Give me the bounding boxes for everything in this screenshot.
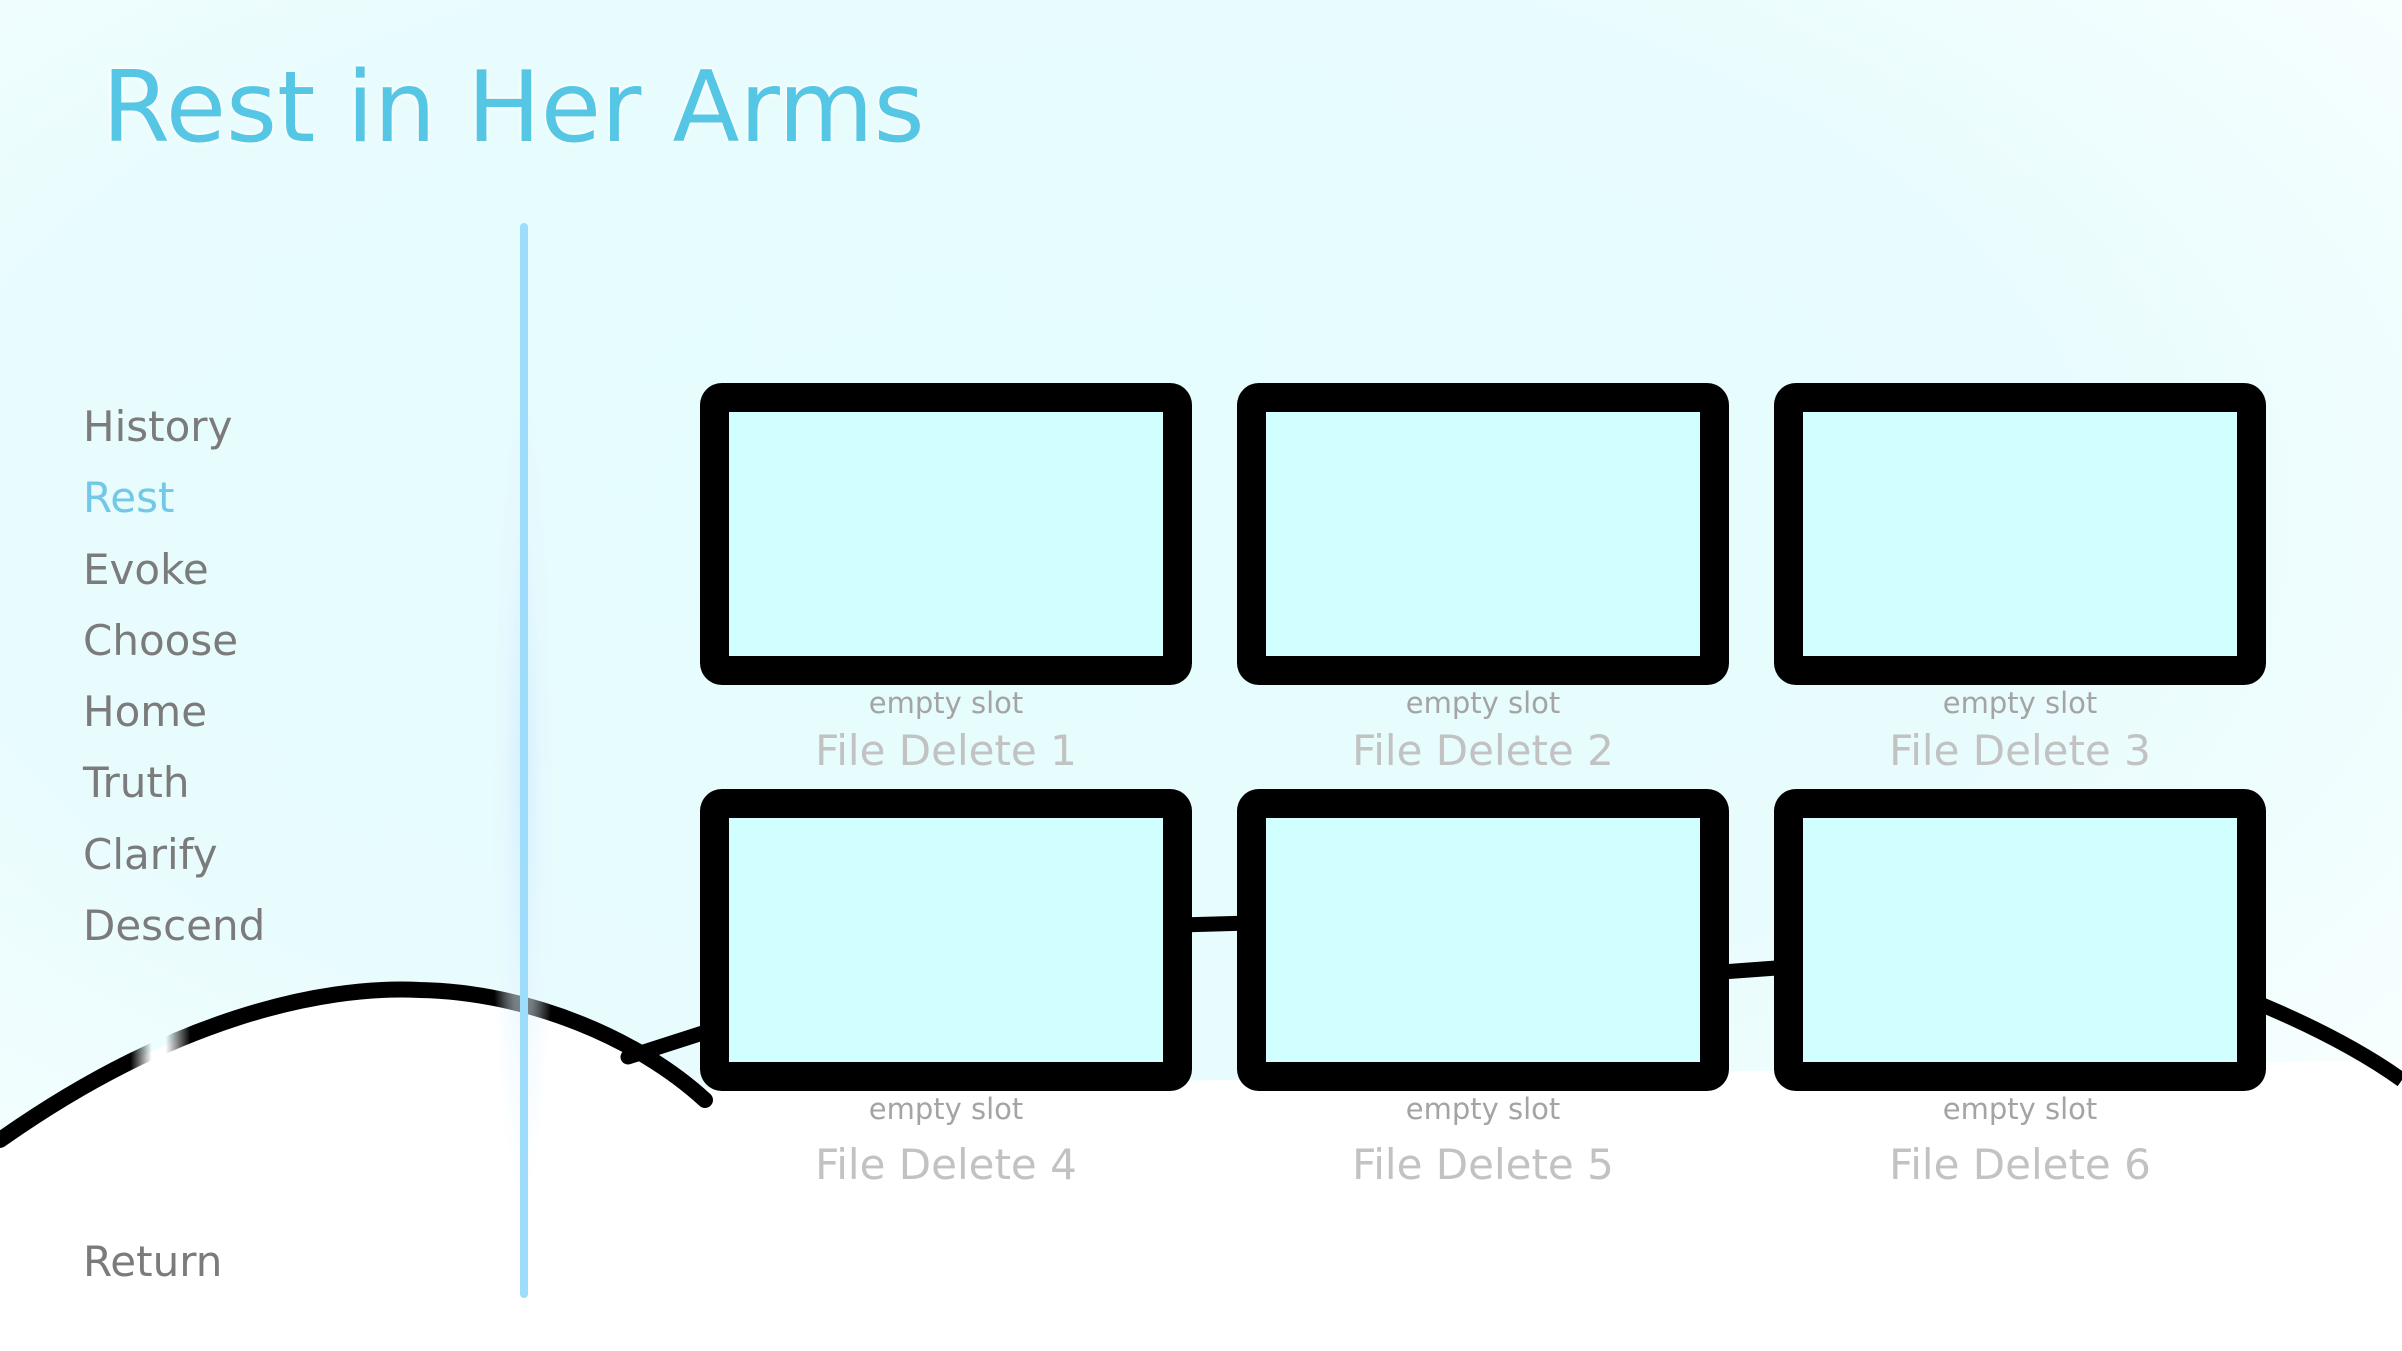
slot-time-label: empty slot [1405,686,1561,720]
nav-item-descend[interactable]: Descend [83,901,266,951]
slot-name-label: File Delete 6 [1889,1140,2151,1189]
slot-time-label: empty slot [1405,1092,1561,1126]
slot-name-label: File Delete 5 [1352,1140,1614,1189]
slot-thumbnail [1237,383,1729,685]
slot-thumbnail [1237,789,1729,1091]
save-slot-3[interactable]: empty slot File Delete 3 [1614,383,2266,788]
save-slot-2[interactable]: empty slot File Delete 2 [1077,383,1729,788]
save-slot-1[interactable]: empty slot File Delete 1 [540,383,1192,788]
slot-thumbnail [1774,383,2266,685]
slot-thumbnail [700,383,1192,685]
return-button[interactable]: Return [83,1237,223,1286]
slot-time-label: empty slot [1942,1092,2098,1126]
slot-thumbnail [700,789,1192,1091]
nav-item-truth[interactable]: Truth [83,758,190,808]
vine-connector [2257,997,2402,1087]
nav-item-clarify[interactable]: Clarify [83,829,218,879]
nav-item-choose[interactable]: Choose [83,615,239,665]
slot-name-label: File Delete 1 [815,726,1077,775]
nav-item-home[interactable]: Home [83,687,208,737]
slot-time-label: empty slot [1942,686,2098,720]
save-slot-6[interactable]: empty slot File Delete 6 [1614,789,2266,1194]
vine-connector [620,1022,720,1065]
hill-line [0,981,713,1148]
nav-item-rest[interactable]: Rest [83,473,175,523]
slot-time-label: empty slot [868,686,1024,720]
slot-name-label: File Delete 2 [1352,726,1614,775]
save-slot-5[interactable]: empty slot File Delete 5 [1077,789,1729,1194]
slot-time-label: empty slot [868,1092,1024,1126]
slot-name-label: File Delete 4 [815,1140,1077,1189]
menu-divider [520,223,528,1298]
nav-item-history[interactable]: History [83,402,233,451]
slot-thumbnail [1774,789,2266,1091]
save-slot-4[interactable]: empty slot File Delete 4 [540,789,1192,1194]
navigation-menu: History Rest Evoke Choose Home Truth Cla… [83,394,265,964]
slot-name-label: File Delete 3 [1889,726,2151,775]
nav-item-evoke[interactable]: Evoke [83,544,209,594]
screen-title: Rest in Her Arms [102,51,925,165]
